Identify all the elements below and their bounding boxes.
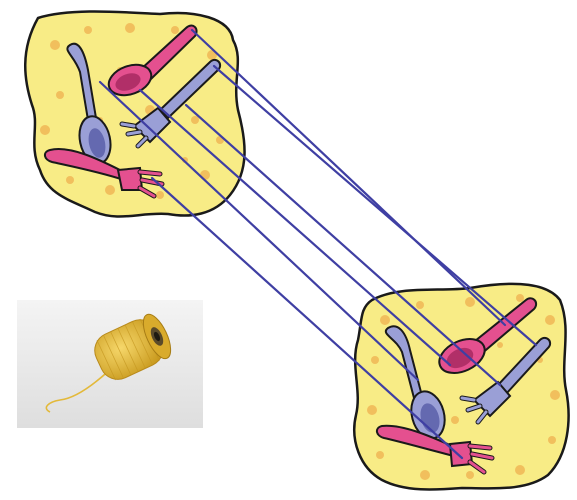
string-spool-photo — [17, 300, 203, 428]
line-lavender-fork-2 — [186, 105, 500, 385]
